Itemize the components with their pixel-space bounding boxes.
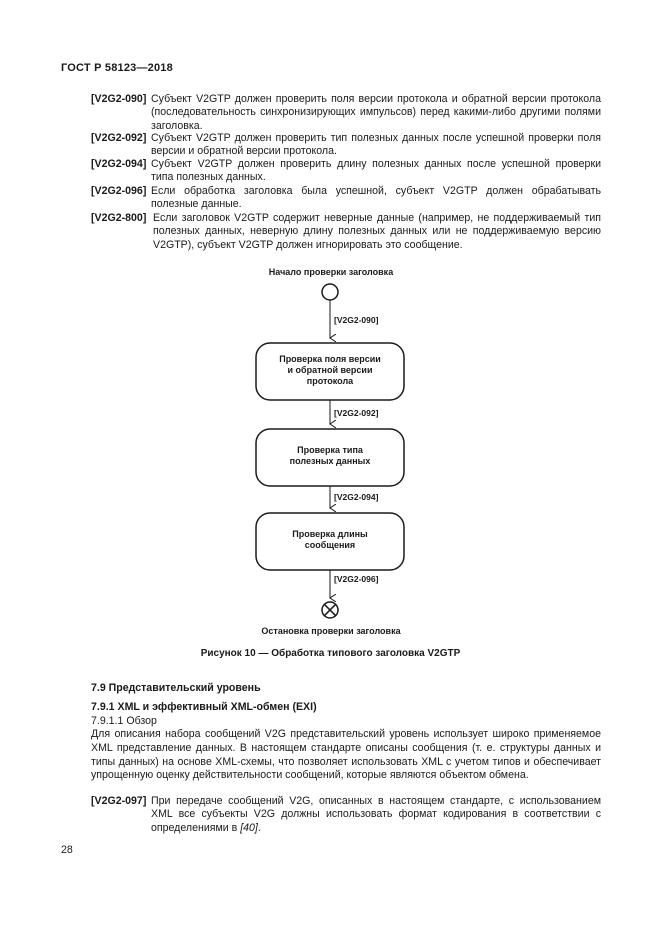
step-label: и обратной версии [288, 365, 373, 375]
requirement-id: [V2G2-094] [91, 158, 147, 170]
requirement-id: [V2G2-090] [91, 93, 147, 105]
step-label: полезных данных [290, 456, 371, 466]
header-check-diagram: Начало проверки заголовка [V2G2-090] Про… [255, 267, 405, 636]
requirement-text: При передаче сообщений V2G, описанных в … [151, 795, 601, 835]
step-label: Проверка поля версии [279, 354, 381, 364]
requirement-text-main: При передаче сообщений V2G, описанных в … [151, 795, 601, 834]
end-node [321, 601, 339, 619]
guard-label: [V2G2-090] [334, 315, 379, 325]
start-node [321, 283, 339, 301]
requirement-text: Субъект V2GTP должен проверить длину пол… [151, 158, 601, 184]
overview-paragraph: Для описания набора сообщений V2G предст… [91, 728, 601, 782]
requirement-id: [V2G2-096] [91, 185, 147, 197]
figure-caption: Рисунок 10 — Обработка типового заголовк… [200, 648, 461, 659]
start-label: Начало проверки заголовка [269, 267, 394, 277]
subsection-title: 7.9.1 XML и эффективный XML-обмен (EXI) [91, 701, 317, 713]
requirement-id: [V2G2-800] [91, 212, 147, 224]
step-label: Проверка длины [292, 529, 368, 539]
guard-label: [V2G2-094] [334, 492, 379, 502]
end-label: Остановка проверки заголовка [261, 626, 401, 636]
page-number: 28 [61, 844, 73, 856]
requirement-text-end: . [257, 821, 261, 834]
requirement-text: Если обработка заголовка была успешной, … [151, 185, 601, 211]
requirement-id: [V2G2-097] [91, 795, 147, 807]
step-label: Проверка типа [297, 445, 364, 455]
step-label: протокола [307, 376, 354, 386]
subsubsection-title: 7.9.1.1 Обзор [91, 715, 157, 727]
requirement-v2g2-097: [V2G2-097] При передаче сообщений V2G, о… [91, 795, 601, 835]
section-title: 7.9 Представительский уровень [91, 682, 261, 694]
requirement-id: [V2G2-092] [91, 132, 147, 144]
requirement-text: Субъект V2GTP должен проверить тип полез… [151, 132, 601, 158]
requirement-v2g2-094: [V2G2-094] Субъект V2GTP должен проверит… [91, 158, 601, 185]
guard-label: [V2G2-096] [334, 574, 379, 584]
requirement-v2g2-090: [V2G2-090] Субъект V2GTP должен проверит… [91, 93, 601, 133]
reference-link: [40] [240, 821, 258, 834]
requirement-v2g2-800: [V2G2-800] Если заголовок V2GTP содержит… [91, 212, 601, 252]
step-label: сообщения [305, 540, 355, 550]
requirement-v2g2-092: [V2G2-092] Субъект V2GTP должен проверит… [91, 132, 601, 159]
requirement-text: Субъект V2GTP должен проверить поля верс… [151, 93, 601, 132]
requirement-v2g2-096: [V2G2-096] Если обработка заголовка была… [91, 185, 601, 212]
document-header: ГОСТ Р 58123—2018 [61, 62, 173, 74]
requirement-text: Если заголовок V2GTP содержит неверные д… [153, 212, 601, 251]
guard-label: [V2G2-092] [334, 408, 379, 418]
